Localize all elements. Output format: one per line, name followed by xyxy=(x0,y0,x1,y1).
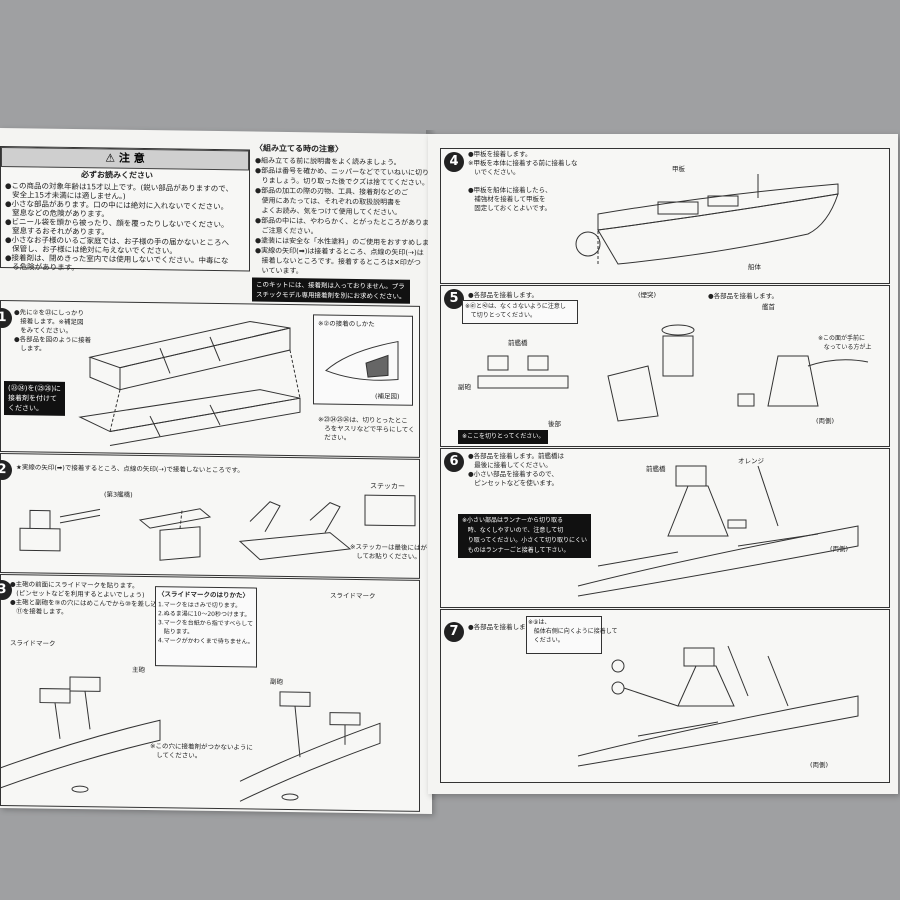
step-7-antenna-note: ※⑨は、 船体右側に向くように接着して ください。 xyxy=(528,619,618,644)
step-7-notes: ●各部品を接着します。 xyxy=(468,623,539,631)
step-1-black-note: (㉓㉔)を(㉕㉖)に 接着剤を付けて ください。 xyxy=(4,381,65,416)
warning-title: 注 意 xyxy=(118,151,145,166)
step-5-notes-right: ●各部品を接着します。 xyxy=(708,292,779,300)
bow-label: 艦首 xyxy=(762,303,775,311)
bridge-label-6: 前艦橋 xyxy=(646,465,666,473)
step-1-hull-drawing xyxy=(78,320,301,447)
hull-label: 船体 xyxy=(748,263,761,271)
step-5-drawing xyxy=(477,324,869,422)
deck-label: 甲板 xyxy=(672,165,685,173)
step-7-number: 7 xyxy=(444,622,464,642)
step-6-drawing xyxy=(577,465,859,597)
step-5-note-box xyxy=(462,300,578,324)
step-7-drawing xyxy=(577,645,859,767)
warning-line: る危険があります。 xyxy=(5,262,79,273)
front-bridge-label: 前艦橋 xyxy=(508,339,528,347)
slide-mark-steps: 1.マークをはさみで切ります。 2.ぬるま湯に10〜20秒つけます。 3.マーク… xyxy=(158,601,254,646)
warning-subtitle: 必ずお読みください xyxy=(81,170,153,181)
step-5-both-sides: (両側) xyxy=(816,417,835,425)
adhesive-black-note: このキットには、接着剤は入っておりません。プラ スチックモデル専用接着剤を別にお… xyxy=(252,277,410,304)
step-4-ship-drawing xyxy=(575,174,839,265)
step-5-black-note: ※ここを切りとってください。 xyxy=(458,430,549,444)
slide-mark-title: 〈スライドマークのはりかた〉 xyxy=(158,590,249,600)
warning-box: ⚠ 注 意 必ずお読みください ●この商品の対象年齢は15才以上です。(鋭い部品… xyxy=(0,146,250,273)
sub-gun-label-5: 副砲 xyxy=(458,383,471,391)
assembly-notes: 〈組み立てる時の注意〉 ●組み立てる前に説明書をよく読みましょう。 ●部品は番号… xyxy=(0,128,450,304)
step-5-note-ab: ※㊶と㊷は、なくさないように注意し て切りとってください。 xyxy=(465,303,566,319)
step-5-notes-left: ●各部品を接着します。 xyxy=(468,291,539,299)
step-7-both-sides: (両側) xyxy=(810,761,829,769)
orange-label: オレンジ xyxy=(738,457,764,465)
assembly-notes-title: 〈組み立てる時の注意〉 xyxy=(255,143,343,154)
rear-label: 後部 xyxy=(548,420,561,428)
step-6-both-sides: (両側) xyxy=(830,545,849,553)
step-3-drawing xyxy=(0,676,381,802)
step-6-black-note: ※小さい部品はランナーから切り取る 時、なくしやすいので、注意して切 り取ってく… xyxy=(458,514,591,558)
step-4-notes: ●甲板を接着します。 ※甲板を本体に接着する前に接着しな いでください。 ●甲板… xyxy=(468,150,578,212)
step-4-number: 4 xyxy=(444,152,464,172)
warning-header: ⚠ 注 意 xyxy=(1,147,249,171)
step-6-number: 6 xyxy=(444,452,464,472)
chimney-label: (煙突) xyxy=(638,291,657,299)
step-1-inset-drawing xyxy=(325,340,399,381)
step-3-notes: ●主砲の前面にスライドマークを貼ります。 (ピンセットなどを利用するとよいでしょ… xyxy=(10,580,164,616)
slide-mark-label-right: スライドマーク xyxy=(330,591,376,601)
step-7-note-box xyxy=(526,616,602,654)
step-5-number: 5 xyxy=(444,289,464,309)
left-page: ⚠ 注 意 必ずお読みください ●この商品の対象年齢は15才以上です。(鋭い部品… xyxy=(0,128,450,815)
step-4-panel xyxy=(440,148,890,284)
right-page: 4 ●甲板を接着します。 ※甲板を本体に接着する前に接着しな いでください。 ●… xyxy=(428,134,898,794)
step-7-panel xyxy=(440,609,890,783)
warning-triangle-icon: ⚠ xyxy=(105,151,119,165)
assembly-note-line: いています。 xyxy=(255,266,303,276)
step-6-notes: ●各部品を接着します。前艦橋は 最後に接着してください。 ●小さい部品を接着する… xyxy=(468,452,565,487)
step-1-inset-caption: (補足図) xyxy=(375,392,400,401)
step-2-drawing xyxy=(19,494,416,561)
step-5-direction-note: ※この面が手前に なっている方が上 xyxy=(818,335,872,351)
